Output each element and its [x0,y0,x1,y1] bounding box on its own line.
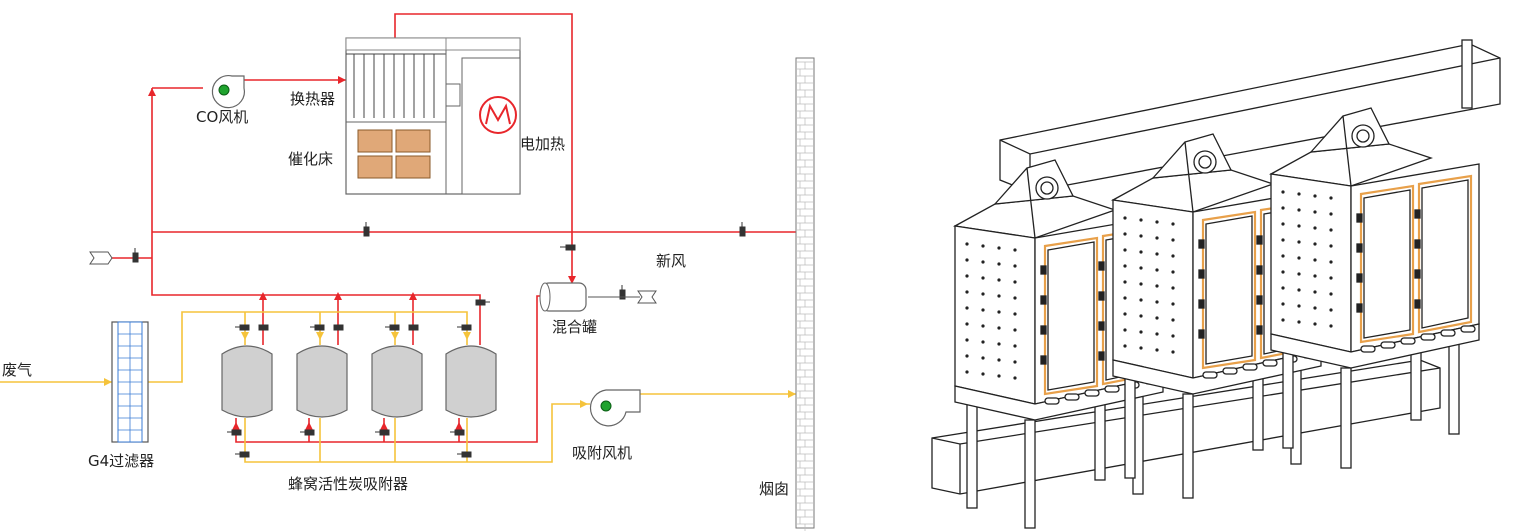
arrow-icon [148,88,156,96]
heat-exchanger-tubes [346,53,446,118]
valve-icon [619,285,626,300]
valve-icon [475,299,490,306]
valve-icon [363,222,370,237]
valve-icon [300,429,315,436]
heat-exchanger-label: 换热器 [290,90,335,108]
catalyst-blocks [357,129,431,179]
arrow-icon [334,292,342,300]
equipment-3d-drawing [931,39,1501,529]
top-exhaust-duct [999,43,1501,193]
mixing-tank-label: 混合罐 [552,318,597,336]
valve-icon [385,324,400,331]
adsorber-vessel [221,345,273,418]
arrow-icon [580,400,588,408]
valve-icon [132,248,139,263]
valve-icon [560,244,576,251]
arrow-icon [568,276,576,284]
catalytic-bed-label: 催化床 [288,150,333,168]
valve-icon [235,324,250,331]
arrow-icon [788,390,796,398]
valve-icon [227,429,242,436]
fan-indicator-icon [218,84,230,96]
arrow-icon [463,332,471,340]
arrow-icon [409,292,417,300]
fresh-air-label: 新风 [656,252,686,270]
fan-indicator-icon [600,400,612,412]
arrow-icon [104,378,112,386]
chimney: 烟囱 [759,57,815,531]
arrow-icon [305,422,313,430]
arrow-icon [380,422,388,430]
adsorber-vessel [371,345,423,418]
valves [132,222,746,458]
flow-diagram: CO风机 [0,13,815,531]
valve-icon [739,222,746,237]
valve-icon [235,451,250,458]
waste-gas-label: 废气 [2,361,32,379]
co-fan-label: CO风机 [196,108,248,126]
mixing-tank: 混合罐 [539,282,597,336]
valve-icon [375,429,390,436]
adsorption-fan-label: 吸附风机 [572,444,632,462]
adsorber-vessel [296,345,348,418]
adsorber-label: 蜂窝活性炭吸附器 [288,475,408,493]
arrow-icon [455,422,463,430]
chimney-label: 烟囱 [759,480,789,498]
fresh-air-inlet-icon [637,290,657,304]
flow-arrows [148,76,576,430]
valve-icon [450,429,465,436]
adsorber-vessel [445,345,497,418]
valve-icon [408,324,419,331]
valve-icon [457,451,472,458]
adsorption-fan: 吸附风机 [572,389,641,462]
catalytic-combustion-unit: 换热器 催化床 电加热 [288,37,565,195]
electric-heater-label: 电加热 [520,135,565,153]
valve-icon [258,324,269,331]
fresh-air-inlet-icon [89,251,113,265]
arrow-icon [316,332,324,340]
arrow-icon [241,332,249,340]
adsorber-module [1269,107,1480,469]
arrow-icon [391,332,399,340]
valve-icon [310,324,325,331]
arrow-icon [338,76,346,84]
gas-flow-arrows [104,332,796,408]
filter-label: G4过滤器 [88,452,154,470]
arrow-icon [259,292,267,300]
heater-icon [479,96,517,134]
valve-icon [333,324,344,331]
valve-icon [457,324,472,331]
g4-filter: G4过滤器 [88,321,154,470]
arrow-icon [232,422,240,430]
co-fan: CO风机 [196,74,248,126]
adsorber-vessels: 蜂窝活性炭吸附器 [221,345,497,493]
